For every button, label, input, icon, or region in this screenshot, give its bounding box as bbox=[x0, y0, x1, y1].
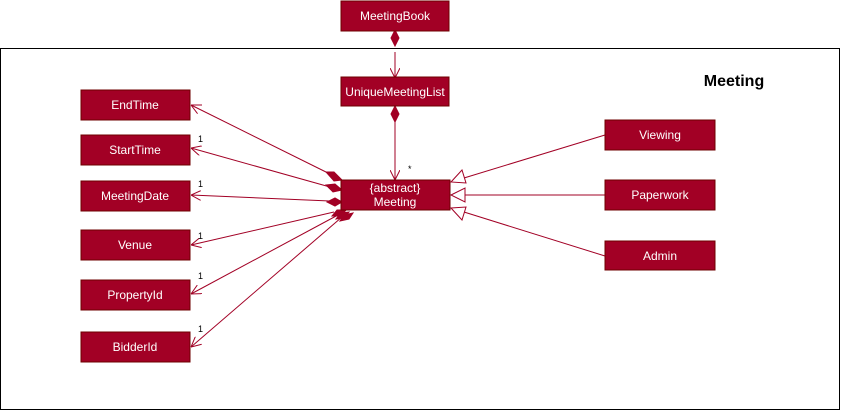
diamond-meeting-endtime bbox=[324, 171, 344, 182]
edge-meeting-venue bbox=[191, 211, 335, 245]
svg-text:Viewing: Viewing bbox=[639, 128, 681, 142]
svg-text:Paperwork: Paperwork bbox=[631, 188, 689, 202]
multiplicity-venue: 1 bbox=[198, 231, 203, 241]
edge-meeting-bidderid bbox=[191, 216, 343, 347]
multiplicity-starttime: 1 bbox=[198, 134, 203, 144]
package-title: Meeting bbox=[704, 73, 764, 90]
node-meeting[interactable]: {abstract} Meeting bbox=[340, 179, 451, 211]
svg-text:StartTime: StartTime bbox=[109, 143, 161, 157]
edge-meeting-endtime bbox=[191, 105, 331, 175]
node-venue[interactable]: Venue bbox=[80, 229, 191, 261]
edge-admin-meeting bbox=[463, 211, 606, 257]
edges bbox=[191, 52, 606, 347]
edge-meeting-starttime bbox=[191, 148, 331, 188]
node-endtime[interactable]: EndTime bbox=[80, 89, 191, 121]
svg-text:Admin: Admin bbox=[643, 249, 677, 263]
svg-text:PropertyId: PropertyId bbox=[107, 288, 162, 302]
diamond-uniquemeetinglist bbox=[390, 104, 400, 124]
nodes: MeetingBook UniqueMeetingList {abstract}… bbox=[80, 0, 716, 363]
edge-viewing-meeting bbox=[463, 134, 606, 179]
meeting-stereotype: {abstract} bbox=[370, 181, 421, 195]
svg-text:Venue: Venue bbox=[118, 238, 152, 252]
node-bidderid[interactable]: BidderId bbox=[80, 331, 191, 363]
multiplicity-meetingdate: 1 bbox=[198, 179, 203, 189]
edge-meeting-propertyid bbox=[191, 214, 339, 294]
svg-text:BidderId: BidderId bbox=[113, 340, 158, 354]
svg-text:MeetingBook: MeetingBook bbox=[360, 9, 431, 23]
generalization-triangles bbox=[449, 169, 467, 221]
diamond-meetingbook bbox=[390, 28, 400, 48]
edge-meeting-meetingdate bbox=[191, 195, 331, 202]
multiplicity-bidderid: 1 bbox=[198, 324, 203, 334]
svg-text:UniqueMeetingList: UniqueMeetingList bbox=[345, 85, 445, 99]
node-admin[interactable]: Admin bbox=[604, 240, 716, 271]
triangle-paperwork bbox=[449, 187, 466, 203]
node-paperwork[interactable]: Paperwork bbox=[604, 179, 716, 211]
node-uniquemeetinglist[interactable]: UniqueMeetingList bbox=[340, 76, 450, 107]
triangle-viewing bbox=[449, 169, 467, 184]
node-propertyid[interactable]: PropertyId bbox=[80, 279, 191, 311]
node-viewing[interactable]: Viewing bbox=[604, 119, 716, 151]
diamond-meeting-starttime bbox=[324, 183, 344, 193]
diamond-meeting-bidderid bbox=[338, 212, 355, 222]
composition-diamonds bbox=[324, 28, 400, 222]
svg-text:MeetingDate: MeetingDate bbox=[101, 189, 169, 203]
meeting-name: Meeting bbox=[374, 195, 417, 209]
triangle-admin bbox=[449, 206, 467, 221]
node-meetingbook[interactable]: MeetingBook bbox=[340, 0, 450, 32]
diamond-meeting-meetingdate bbox=[325, 197, 344, 207]
multiplicity-propertyid: 1 bbox=[198, 271, 203, 281]
node-starttime[interactable]: StartTime bbox=[80, 134, 191, 166]
node-meetingdate[interactable]: MeetingDate bbox=[80, 180, 191, 212]
svg-text:EndTime: EndTime bbox=[111, 98, 159, 112]
multiplicity-labels: * 1 1 1 1 1 bbox=[198, 134, 412, 334]
multiplicity-list-meeting: * bbox=[408, 164, 412, 174]
